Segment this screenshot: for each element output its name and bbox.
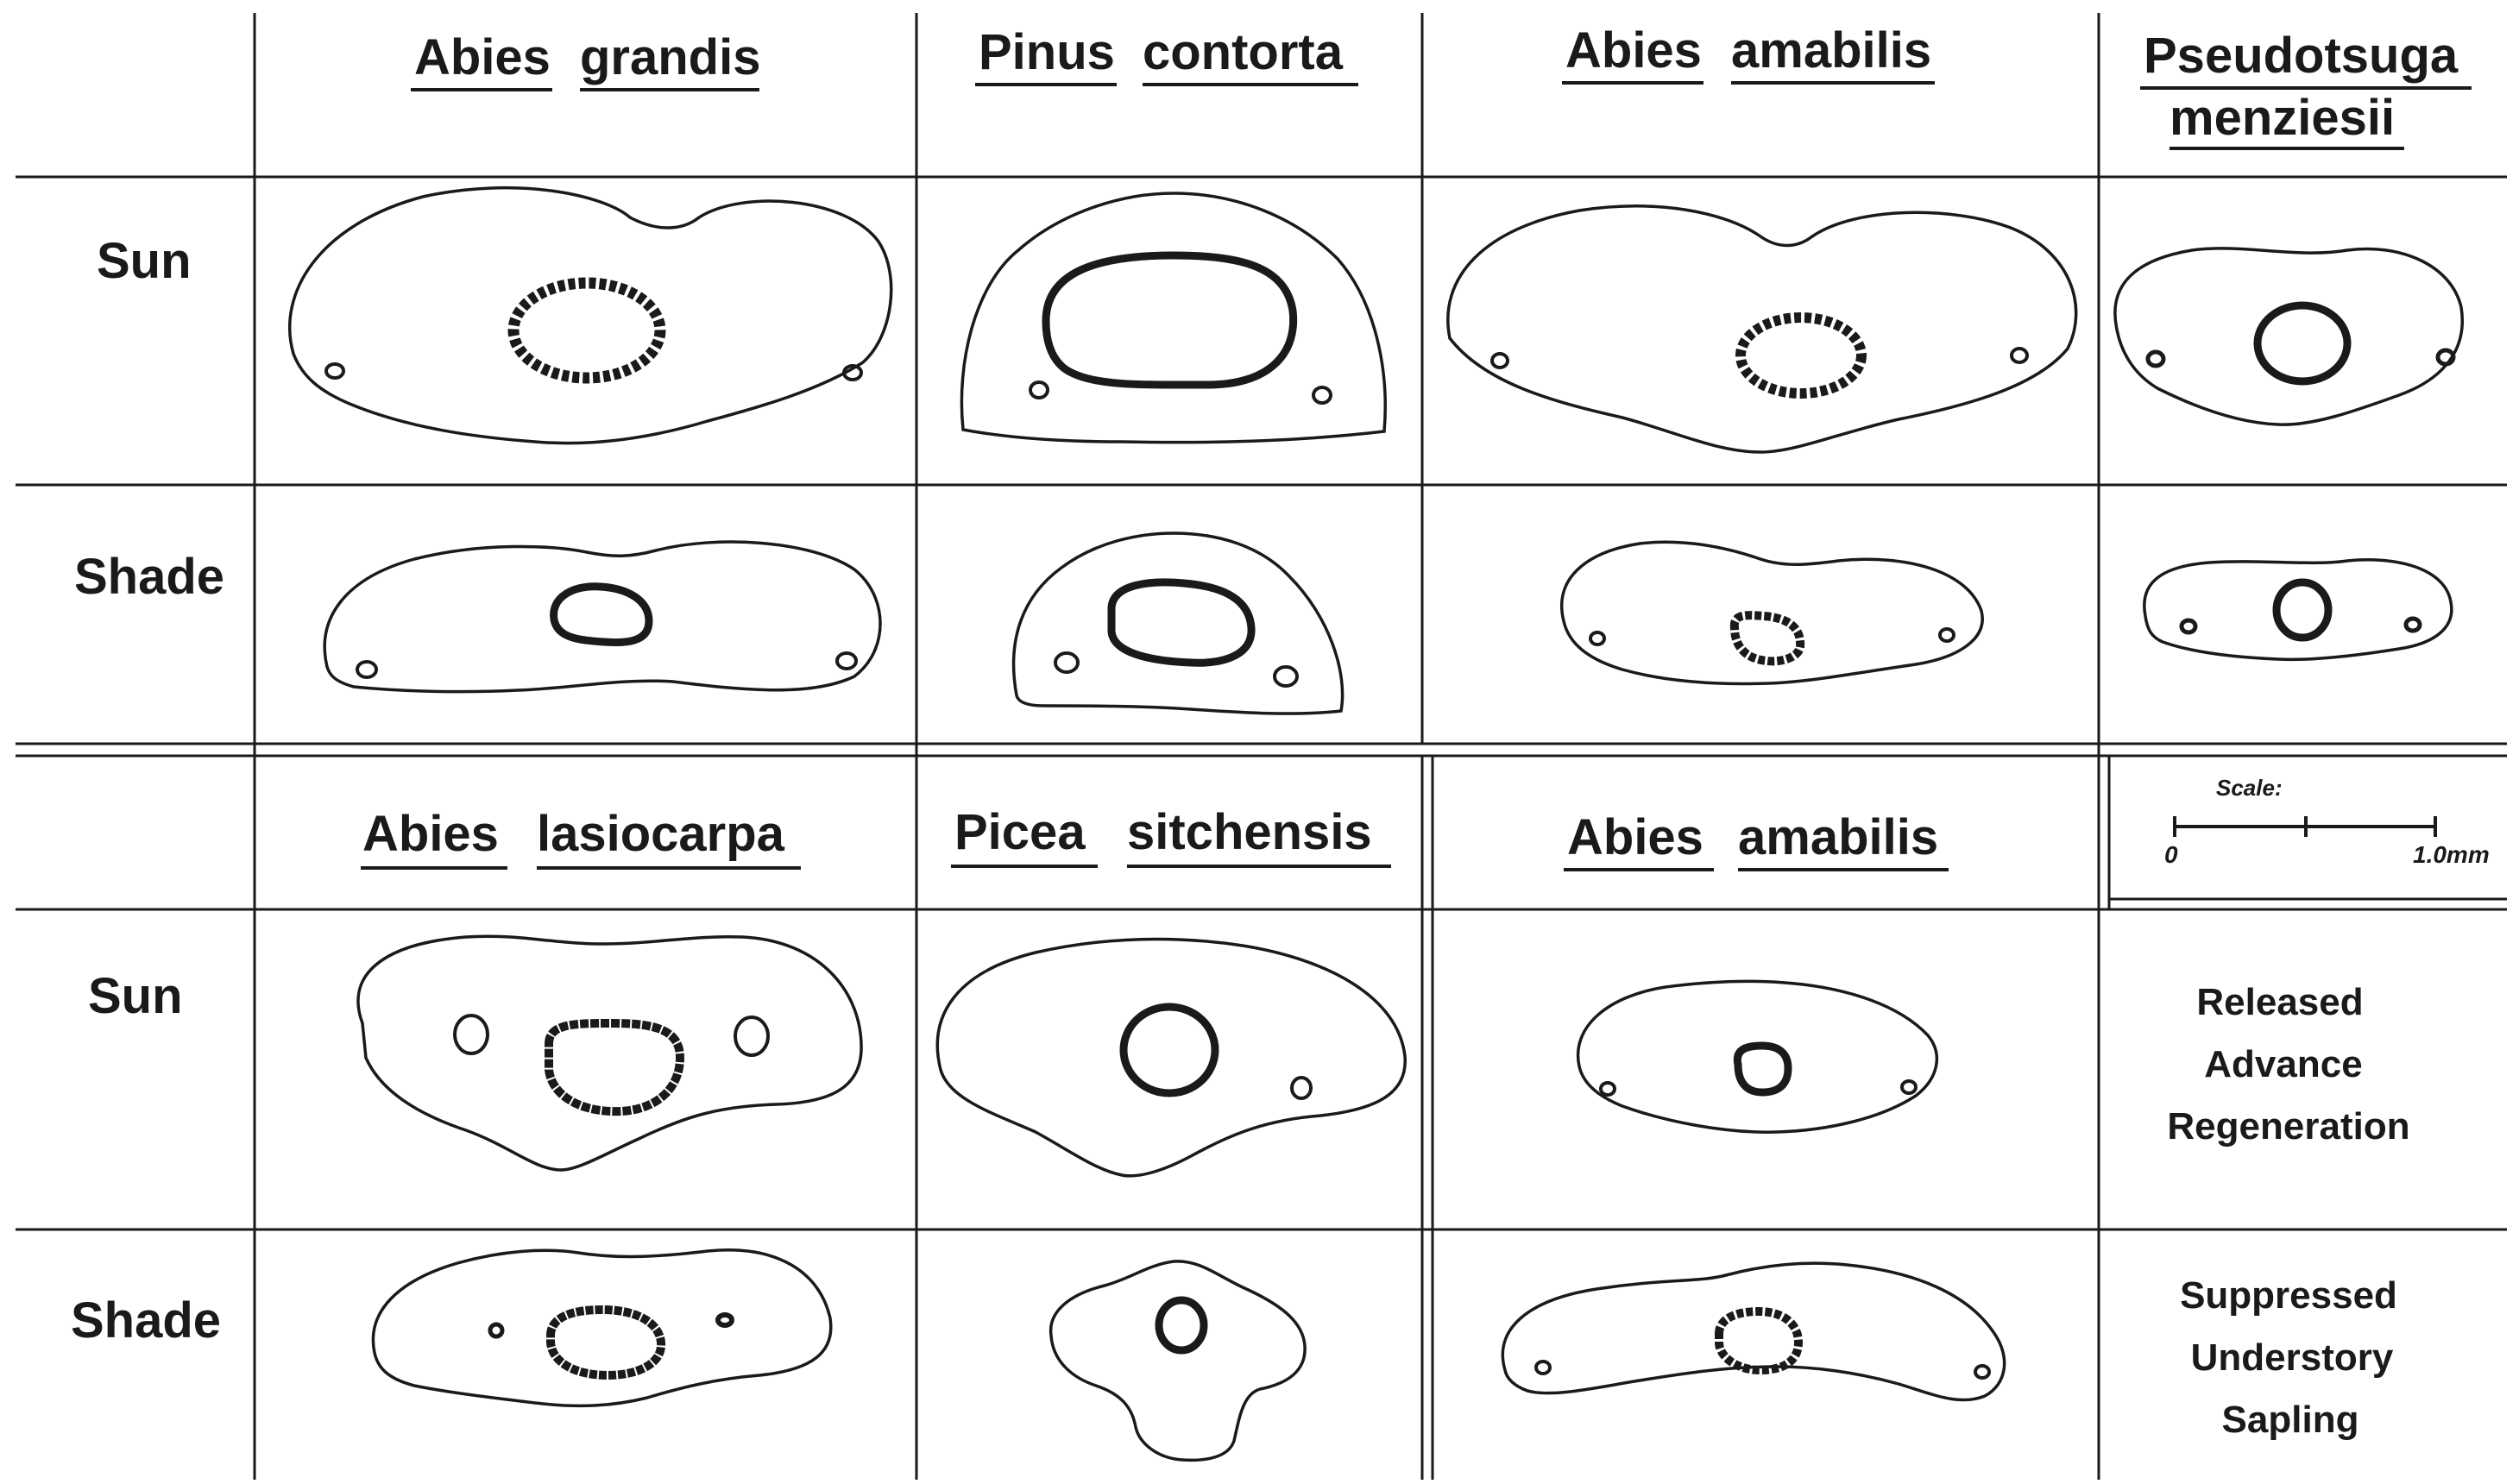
resin-duct [1601, 1083, 1615, 1095]
cross-section-abies-lasiocarpa-shade [373, 1250, 830, 1406]
vascular-bundle [551, 1310, 661, 1375]
resin-duct [455, 1016, 488, 1053]
column-title-epithet: contorta [1143, 24, 1344, 80]
resin-duct [837, 653, 856, 669]
column-title-genus: Pseudotsuga [2144, 28, 2459, 84]
vascular-bundle [1737, 1046, 1788, 1092]
resin-duct [1055, 653, 1078, 672]
note-sapling: Sapling [2222, 1399, 2359, 1441]
row-label-sun: Sun [88, 968, 183, 1024]
resin-duct [1902, 1081, 1916, 1093]
needle-outline [2144, 560, 2452, 660]
resin-duct [1590, 632, 1604, 645]
top-column-headers: Abies grandis Pinus contorta Abies amabi… [411, 22, 2472, 148]
column-title-epithet: lasiocarpa [537, 806, 785, 862]
cross-section-abies-amabilis-shade [1562, 542, 1982, 683]
vascular-bundle [513, 283, 660, 378]
resin-duct [1030, 382, 1048, 398]
column-title-genus: Abies [414, 29, 551, 85]
vascular-bundle [2277, 582, 2328, 638]
resin-duct [1492, 354, 1508, 368]
note-understory: Understory [2191, 1336, 2394, 1379]
vascular-bundle [2258, 305, 2347, 381]
row-labels: Sun Shade Sun Shade [71, 233, 224, 1349]
resin-duct [2406, 619, 2420, 631]
note-advance: Advance [2204, 1043, 2362, 1085]
needle-outline [373, 1250, 830, 1406]
resin-duct [1313, 387, 1331, 403]
cross-section-pinus-contorta-sun [961, 193, 1385, 443]
column-title-epithet: grandis [580, 29, 761, 85]
needle-outline [358, 936, 861, 1170]
cross-section-abies-amabilis-shade-suppressed [1502, 1263, 2004, 1399]
vascular-bundle [1112, 582, 1251, 663]
resin-duct [2182, 620, 2195, 632]
cross-section-abies-amabilis-sun-released [1578, 981, 1937, 1132]
column-title-genus: Abies [1567, 809, 1703, 865]
needle-outline [324, 542, 880, 692]
needle-outline [961, 193, 1385, 443]
needle-outline [1051, 1261, 1306, 1461]
column-title-genus: Abies [362, 806, 499, 862]
resin-duct [326, 364, 343, 378]
needle-outline [2115, 248, 2462, 424]
resin-duct [1292, 1078, 1311, 1098]
needle-outline [1014, 533, 1343, 714]
table-grid [16, 13, 2507, 1480]
resin-duct [735, 1017, 768, 1055]
resin-duct [1975, 1366, 1989, 1378]
note-suppressed: Suppressed [2180, 1274, 2397, 1317]
row-label-shade: Shade [71, 1292, 221, 1349]
vascular-bundle [1735, 615, 1800, 661]
column-title-genus: Abies [1565, 22, 1702, 79]
scale-end-label: 1.0mm [2413, 841, 2490, 868]
scale-start-label: 0 [2164, 841, 2178, 868]
column-title-epithet: sitchensis [1127, 804, 1372, 860]
column-title-epithet: amabilis [1731, 22, 1931, 79]
vascular-bundle [1159, 1300, 1204, 1350]
needle-outline [1578, 981, 1937, 1132]
row-label-sun: Sun [97, 233, 192, 289]
vascular-bundle [1741, 318, 1861, 393]
resin-duct [718, 1315, 732, 1325]
cross-section-picea-sitchensis-shade [1051, 1261, 1306, 1461]
resin-duct [1536, 1361, 1550, 1374]
scale-bar: Scale: 0 1.0mm [2164, 775, 2490, 868]
resin-duct [1940, 629, 1954, 641]
cross-section-abies-lasiocarpa-sun [358, 936, 861, 1170]
needle-outline [1502, 1263, 2004, 1399]
vascular-bundle [1719, 1311, 1798, 1370]
resin-duct [490, 1324, 502, 1336]
vascular-bundle [554, 587, 649, 643]
cross-section-pseudotsuga-sun [2115, 248, 2462, 424]
cross-section-abies-amabilis-sun [1448, 206, 2076, 452]
scale-title: Scale: [2216, 775, 2283, 801]
resin-duct [2012, 349, 2027, 362]
vascular-bundle [549, 1023, 680, 1111]
column-title-epithet: amabilis [1738, 809, 1938, 865]
vascular-bundle [1124, 1007, 1215, 1093]
resin-duct [1275, 667, 1297, 686]
note-released: Released [2196, 981, 2363, 1023]
column-title-genus: Picea [954, 804, 1086, 860]
needle-outline [290, 188, 891, 443]
cross-section-pseudotsuga-shade [2144, 560, 2452, 660]
column-title-genus: Pinus [979, 24, 1115, 80]
resin-duct [2148, 352, 2163, 366]
cross-section-pinus-contorta-shade [1014, 533, 1343, 714]
resin-duct [357, 662, 376, 677]
row-label-shade: Shade [74, 549, 224, 605]
bottom-column-headers: Abies lasiocarpa Picea sitchensis Abies … [361, 804, 1949, 870]
note-regeneration: Regeneration [2167, 1105, 2409, 1148]
cross-section-picea-sitchensis-sun [937, 939, 1405, 1175]
column-title-epithet: menziesii [2169, 90, 2395, 146]
row-notes: Released Advance Regeneration Suppressed… [2167, 981, 2409, 1441]
cross-section-abies-grandis-sun [290, 188, 891, 443]
vascular-bundle [1046, 255, 1294, 385]
needle-outline [937, 939, 1405, 1175]
cross-section-abies-grandis-shade [324, 542, 880, 692]
